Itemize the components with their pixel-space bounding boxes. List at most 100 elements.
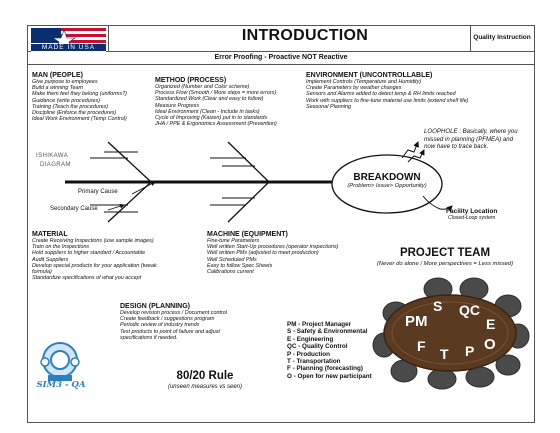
legend-item: S - Safety & Environmental — [287, 328, 368, 336]
ishikawa-label-line: DIAGRAM — [40, 162, 71, 168]
machine-list: Fine-tune Parameters Well written Start-… — [207, 238, 338, 275]
table-letter-t: T — [440, 346, 449, 362]
list-item: Work with suppliers to fine-tune materia… — [306, 97, 469, 104]
list-item: Training (Teach the procedures) — [32, 103, 109, 110]
list-item: Measure Progress — [155, 102, 200, 109]
list-item: Standardize specifications of what you a… — [32, 275, 142, 282]
design-list: Develop revision process / Document cont… — [120, 310, 227, 341]
diving-helmet-icon — [40, 342, 80, 381]
list-item: Guidance (write procedures) — [32, 97, 101, 104]
list-item: Easy to follow Spec Sheets — [207, 262, 273, 269]
list-item: Hold suppliers to higher standard / Acco… — [32, 250, 146, 257]
list-item: Give purpose to employees — [32, 79, 98, 85]
table-letter-pm: PM — [405, 313, 428, 330]
loophole-line: LOOPHOLE : Basically, where you — [424, 128, 518, 135]
legend-item: P - Production — [287, 350, 330, 358]
list-item: Fine-tune Parameters — [207, 238, 260, 244]
project-team-header: PROJECT TEAM (Never do alone / More pers… — [360, 247, 530, 267]
document-type: Quality Instruction — [473, 34, 531, 41]
material-section: MATERIAL Create Receiving Inspections (u… — [32, 231, 157, 281]
list-item: Ideal Environment (Clean - Include in ta… — [155, 108, 260, 115]
legend-item: F - Planning (forecasting) — [287, 365, 363, 373]
list-item: Well Scheduled PMs — [207, 256, 257, 263]
legend-item: T - Transportation — [287, 358, 341, 366]
secondary-cause-pointer — [107, 203, 125, 211]
header-right-divider — [470, 25, 471, 51]
list-item: Periodic review of industry trends — [120, 322, 200, 329]
man-section: MAN (PEOPLE) Give purpose to employees B… — [32, 72, 127, 122]
page-frame — [27, 25, 535, 423]
list-item: formula) — [32, 269, 52, 276]
lower-bone — [227, 182, 269, 223]
man-list: Give purpose to employees Build a winnin… — [32, 79, 127, 122]
list-item: Calibrations current — [207, 269, 254, 276]
method-list: Organized (Number and Color scheme) Proc… — [155, 84, 277, 127]
list-item: Well written Start-Up procedures (operat… — [207, 244, 339, 251]
machine-title: MACHINE (EQUIPMENT) — [207, 231, 288, 238]
conference-table — [383, 294, 517, 372]
list-item: Test products to point of failure and ad… — [120, 328, 220, 335]
environment-title: ENVIRONMENT (UNCONTROLLABLE) — [306, 72, 433, 79]
primary-cause-pointer — [131, 181, 156, 195]
logo-badge-text: SIM3 - QA — [36, 380, 86, 390]
method-title: METHOD (PROCESS) — [155, 77, 227, 84]
breakdown-label: BREAKDOWN (Problem> Issue> Opportunity) — [332, 172, 442, 189]
conference-table-illustration — [372, 277, 530, 390]
made-in-usa-label: MADE IN USA — [31, 44, 106, 51]
project-team-title: PROJECT TEAM — [399, 247, 491, 259]
list-item: Seasonal Planning — [306, 103, 351, 110]
list-item: Train on the Inspections — [32, 244, 90, 251]
list-item: JHA / PPE & Ergonomics Assessment (Preve… — [155, 121, 277, 128]
loophole-arrow — [401, 141, 419, 159]
list-item: Implement Controls (Temperature and Humi… — [306, 79, 422, 85]
subtitle-divider — [27, 64, 535, 65]
list-item: Organized (Number and Color scheme) — [155, 84, 250, 90]
table-grain — [391, 301, 509, 365]
team-legend: PM - Project Manager S - Safety & Enviro… — [287, 321, 372, 380]
environment-section: ENVIRONMENT (UNCONTROLLABLE) Implement C… — [306, 72, 468, 110]
upper-bone — [107, 141, 151, 182]
breakdown-ellipse — [331, 154, 443, 214]
rule-title: 80/20 Rule — [176, 370, 234, 382]
primary-cause-label: Primary Cause — [78, 189, 118, 195]
environment-list: Implement Controls (Temperature and Humi… — [306, 79, 468, 110]
facility-curve — [422, 195, 441, 210]
man-title: MAN (PEOPLE) — [32, 72, 83, 79]
facility-title: Facility Location — [446, 208, 498, 215]
legend-item: QC - Quality Control — [287, 343, 348, 351]
loophole-arrow — [407, 149, 425, 163]
table-letter-s: S — [433, 298, 443, 314]
lower-bone — [107, 182, 151, 223]
rule-subtitle: (unseen measures vs seen) — [167, 384, 243, 390]
method-section: METHOD (PROCESS) Organized (Number and C… — [155, 77, 277, 127]
header-divider — [27, 51, 535, 52]
header-left-divider — [108, 25, 109, 51]
ishikawa-label: ISHIKAWA DIAGRAM — [36, 152, 71, 170]
material-list: Create Receiving Inspections (use sample… — [32, 238, 157, 281]
list-item: Sensors and Alarms added to detect temp … — [306, 91, 456, 98]
legend-item: PM - Project Manager — [287, 321, 352, 328]
list-item: Develop revision process / Document cont… — [120, 310, 227, 316]
facility-location: Facility Location Closed-Loop system — [446, 208, 497, 221]
table-letter-p: P — [465, 343, 475, 359]
breakdown-subtitle: (Problem> Issue> Opportunity) — [347, 183, 427, 189]
list-item: Cycle of Improving (Kaizen) put in to st… — [155, 115, 268, 122]
list-item: Build a winning Team — [32, 85, 84, 92]
page-subtitle: Error Proofing - Proactive NOT Reactive — [214, 54, 348, 61]
loophole-note: LOOPHOLE : Basically, where you missed i… — [424, 128, 518, 151]
chair — [495, 354, 521, 376]
loophole-line: now have to trace back. — [424, 143, 489, 150]
list-item: Develop special products for your applic… — [32, 262, 157, 269]
list-item: Ideal Work Environment (Temp Control) — [32, 116, 127, 123]
list-item: Create Receiving Inspections (use sample… — [32, 238, 154, 244]
facility-subtitle: Closed-Loop system — [448, 215, 496, 221]
table-letter-qc: QC — [459, 302, 480, 318]
breakdown-title: BREAKDOWN — [353, 172, 421, 183]
list-item: Process Flow (Smooth / More steps = more… — [155, 90, 277, 97]
rule-section: 80/20 Rule (unseen measures vs seen) — [150, 370, 260, 390]
machine-section: MACHINE (EQUIPMENT) Fine-tune Parameters… — [207, 231, 338, 275]
list-item: Make them feel they belong (uniforms?) — [32, 91, 127, 98]
design-title: DESIGN (PLANNING) — [120, 303, 190, 310]
list-item: Create Parameters by weather changes — [306, 85, 402, 92]
legend-item: E - Engineering — [287, 335, 334, 343]
